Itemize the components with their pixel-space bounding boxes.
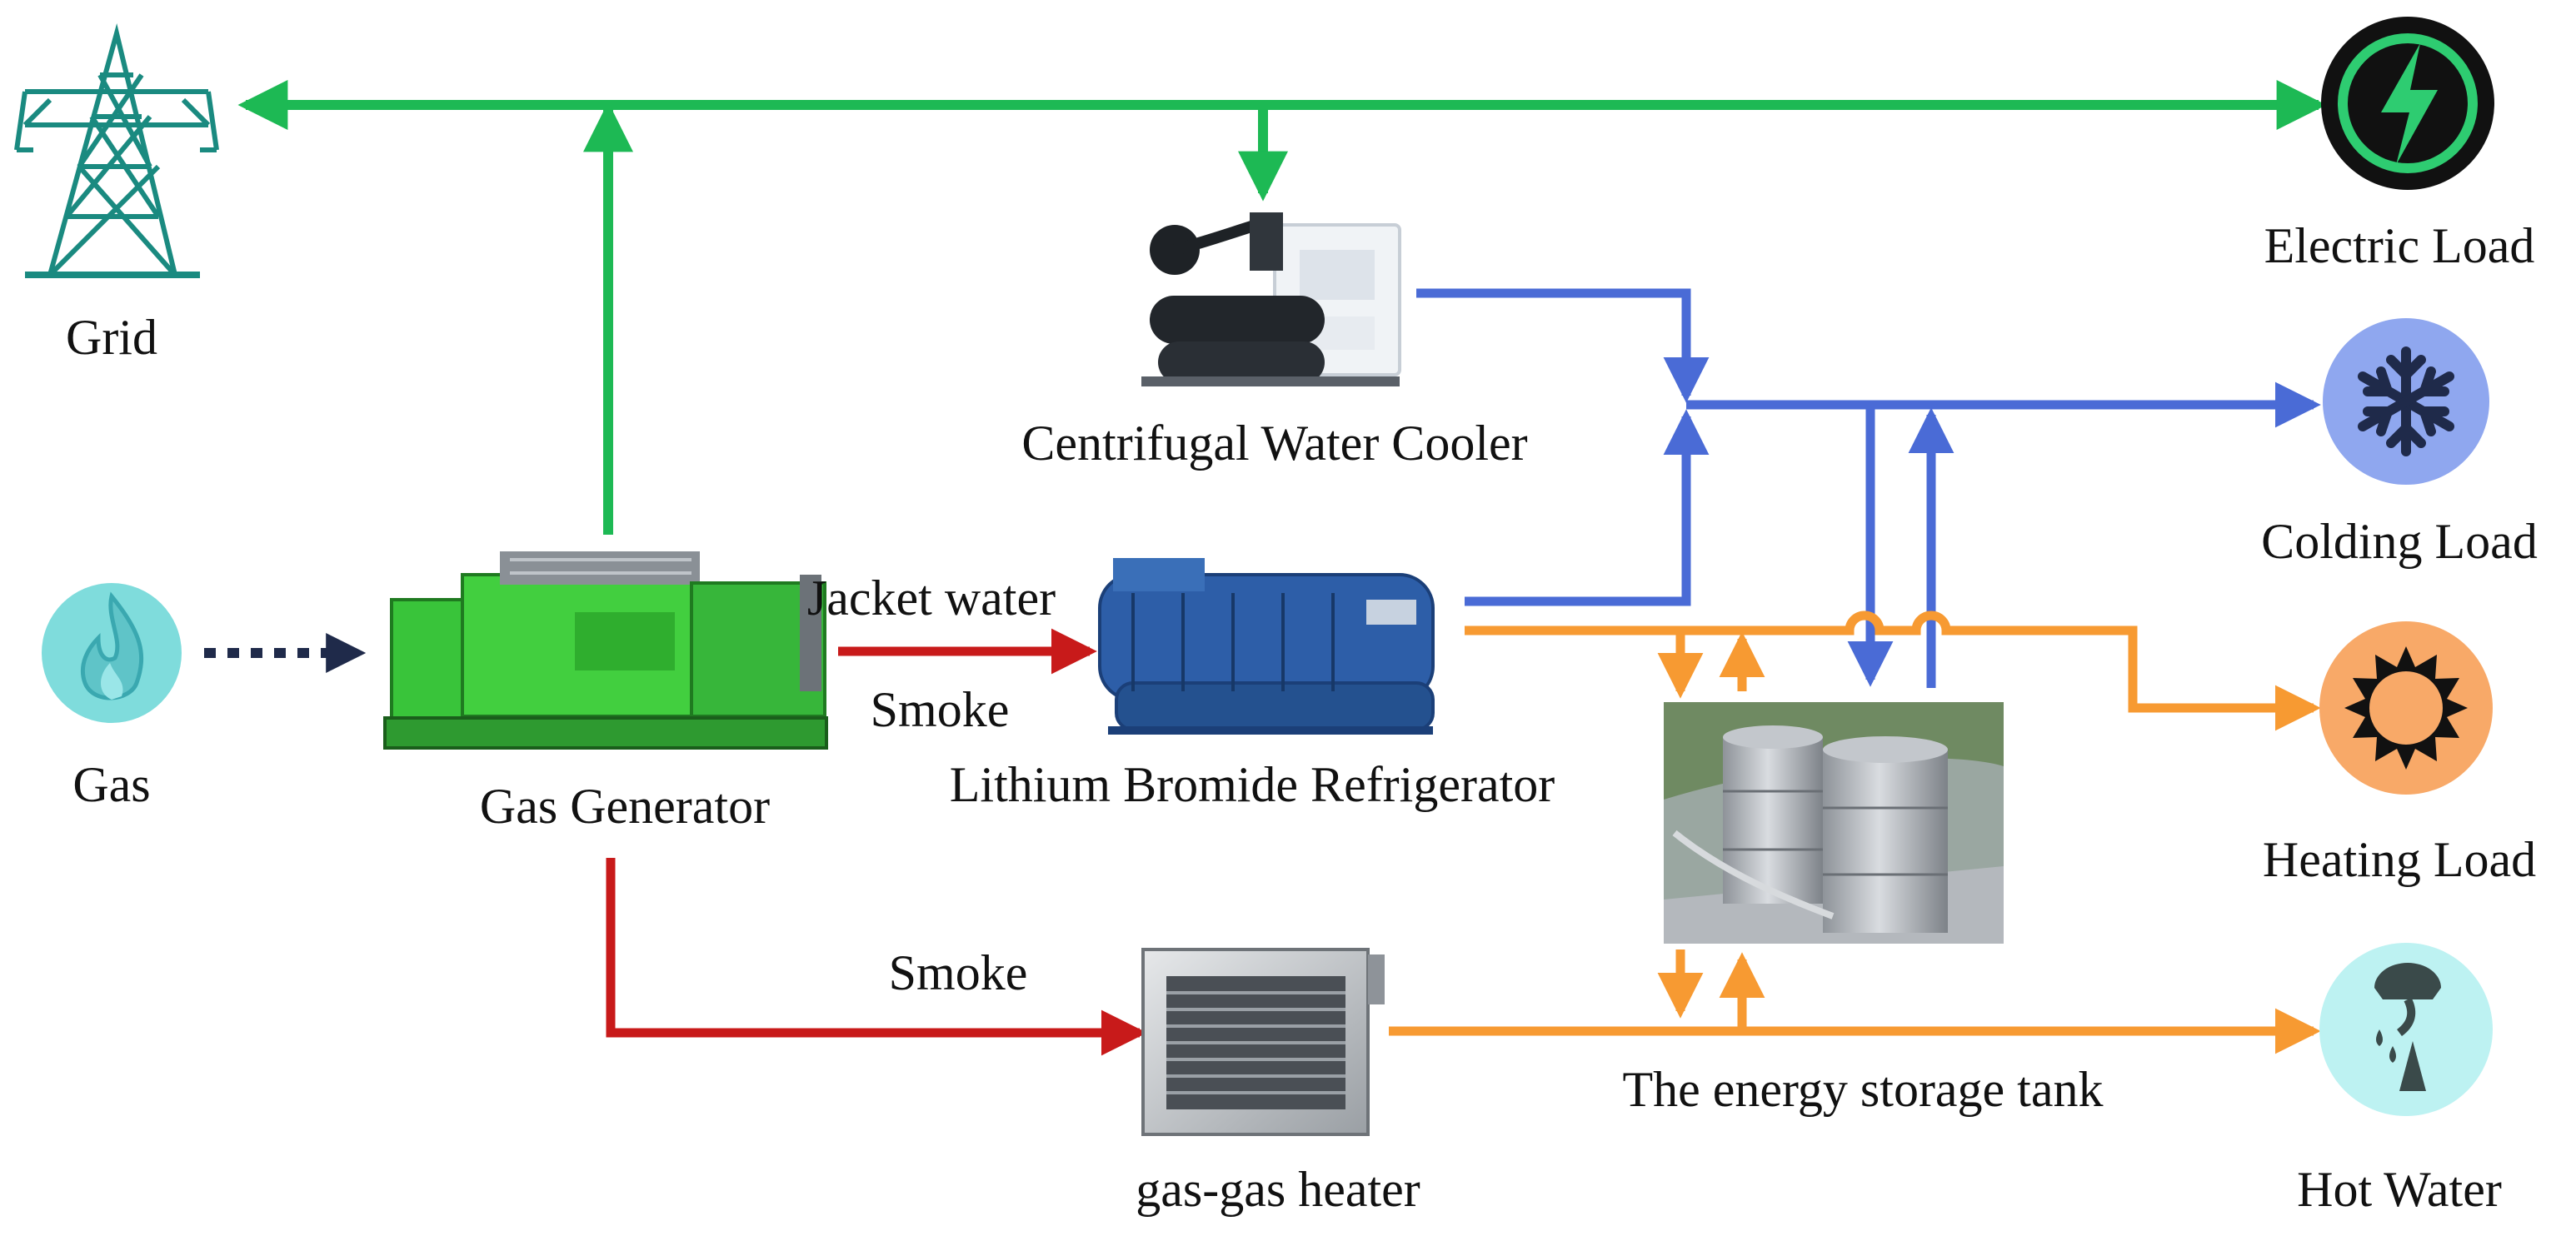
cooler-out-line — [1416, 288, 1710, 403]
generator-to-heater-line — [606, 858, 1147, 1056]
electricity-lines — [237, 80, 2327, 535]
lithium-refrigerator-label: Lithium Bromide Refrigerator — [950, 757, 1555, 812]
gas-heater-label: gas-gas heater — [1136, 1162, 1420, 1217]
smoke-upper-label: Smoke — [871, 682, 1010, 737]
refrigerator-out-line — [1465, 409, 1710, 606]
smoke-lines — [606, 628, 1147, 1056]
power-tower-icon — [14, 23, 219, 278]
grid-label: Grid — [66, 310, 157, 365]
gas-generator-image — [383, 551, 828, 750]
smoke-lower-label: Smoke — [889, 945, 1028, 1000]
storage-tank-image — [1664, 702, 2004, 944]
flame-icon — [42, 583, 182, 723]
snowflake-icon — [2323, 318, 2489, 485]
gas-generator-label: Gas Generator — [480, 779, 770, 834]
centrifugal-cooler-label: Centrifugal Water Cooler — [1021, 416, 1527, 471]
lithium-refrigerator-image — [1098, 558, 1435, 735]
cooling-lines — [1416, 288, 2321, 688]
hot-water-label: Hot Water — [2297, 1162, 2502, 1217]
lightning-bolt-icon — [2321, 17, 2494, 190]
gas-heater-image — [1141, 948, 1385, 1136]
heating-lines — [1389, 611, 2321, 1054]
storage-tank-label: The energy storage tank — [1622, 1062, 2103, 1117]
heat-header-line — [1465, 611, 2321, 731]
sun-icon — [2319, 621, 2493, 795]
electric-load-label: Electric Load — [2264, 218, 2535, 273]
shower-icon — [2319, 943, 2493, 1116]
centrifugal-cooler-image — [1141, 212, 1401, 386]
gas-label: Gas — [72, 757, 150, 812]
colding-load-label: Colding Load — [2261, 514, 2538, 569]
jacket-water-label: Jacket water — [807, 571, 1056, 625]
heating-load-label: Heating Load — [2263, 832, 2536, 887]
